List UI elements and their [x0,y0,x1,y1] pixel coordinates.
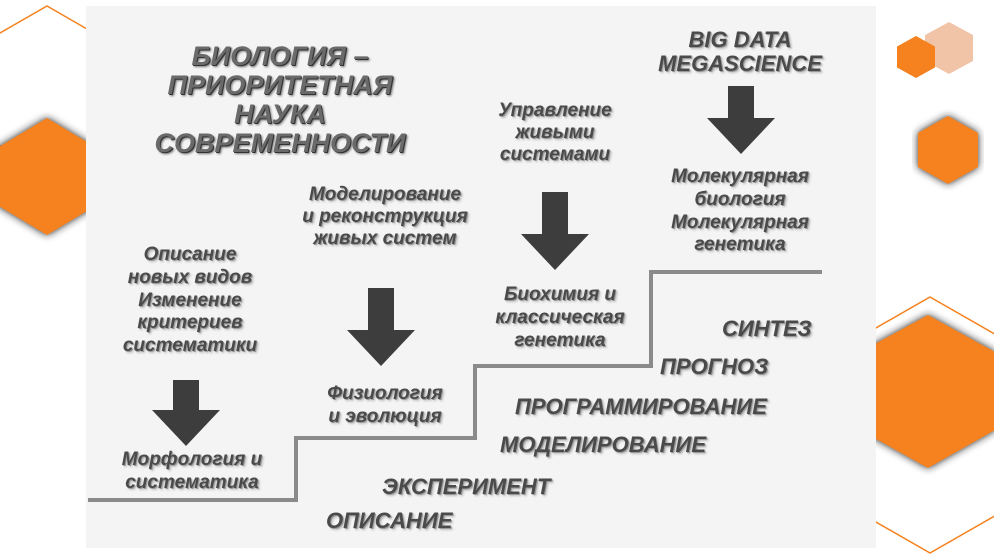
method-opisanie: ОПИСАНИЕ [326,508,453,533]
hexagon-orange [0,118,97,235]
method-modelirovanie: МОДЕЛИРОВАНИЕ [500,432,707,457]
hexagon-orange-small [918,116,978,184]
label-fiziologiya: Физиология и эволюция [327,383,443,427]
method-programmirovanie: ПРОГРАММИРОВАНИЕ [515,394,767,419]
label-molekulyarnaya: Молекулярная биология Молекулярная генет… [671,166,809,256]
method-prognoz: ПРОГНОЗ [660,354,769,379]
method-sintez: СИНТЕЗ [722,316,812,341]
label-morfologiya: Морфология и систематика [121,449,263,493]
hexagon-orange-large [860,315,994,468]
label-big-data: BIG DATA MEGASCIENCE [658,27,822,77]
staircase-line [88,270,822,502]
page-title: БИОЛОГИЯ – ПРИОРИТЕТНАЯ НАУКА СОВРЕМЕННО… [154,41,406,159]
label-opisanie-vidov: Описание новых видов Изменение критериев… [122,244,258,357]
method-eksperiment: ЭКСПЕРИМЕНТ [382,474,551,499]
label-biohimiya: Биохимия и классическая генетика [495,284,625,351]
label-modelirovanie-rekonstrukciya: Моделирование и реконструкция живых сист… [302,184,468,249]
label-upravlenie: Управление живыми системами [498,100,612,165]
